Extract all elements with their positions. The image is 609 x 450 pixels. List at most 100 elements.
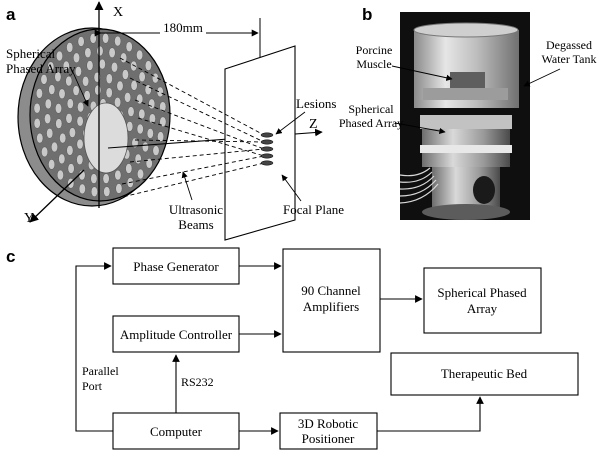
spa-label-2: Array xyxy=(467,301,498,316)
transducer-element xyxy=(105,73,113,84)
transducer-element xyxy=(48,84,56,95)
transducer-element xyxy=(47,61,55,72)
transducer-element xyxy=(65,113,73,124)
lesions-pointer xyxy=(275,111,306,135)
transducer-element xyxy=(78,183,86,195)
transducer-element xyxy=(144,84,152,95)
transducer-element xyxy=(58,153,66,165)
muscle-pointer xyxy=(391,65,453,81)
transducer-element xyxy=(54,71,62,83)
transducer-element xyxy=(152,145,160,156)
spherical-array-drawing xyxy=(17,27,171,207)
transducer-element xyxy=(44,98,52,110)
transducer-element xyxy=(36,132,44,144)
robot-to-bed-arrow xyxy=(377,396,484,432)
transducer-element xyxy=(148,98,156,110)
transducer-element xyxy=(115,183,123,194)
transducer-element xyxy=(58,88,66,100)
transducer-element xyxy=(51,141,58,153)
beams-label-2: Beams xyxy=(178,217,213,232)
spherical-array-box xyxy=(423,267,542,334)
transducer-element xyxy=(77,101,85,113)
phase-generator-box xyxy=(112,247,240,285)
transducer-element xyxy=(156,86,164,98)
robotic-positioner-box xyxy=(279,412,378,450)
transducer-element xyxy=(82,76,90,87)
spa-label-1: Spherical Phased xyxy=(437,285,527,300)
transducer-element xyxy=(138,71,146,83)
transducer-element xyxy=(65,75,73,87)
transducer-element xyxy=(84,47,92,58)
transducer-element xyxy=(105,87,113,98)
array-label-1: Spherical xyxy=(6,46,55,61)
b-array-label-2: Phased Array xyxy=(339,116,403,130)
transducer-element xyxy=(66,145,74,156)
transducer-element xyxy=(146,128,154,139)
transducer-element xyxy=(102,173,110,184)
transducer-element xyxy=(159,101,167,112)
array-pointer xyxy=(71,69,89,107)
parallel-label-2: Port xyxy=(82,379,103,393)
transducer-element xyxy=(124,92,132,103)
transducer-element xyxy=(138,108,146,120)
beams-label-1: Ultrasonic xyxy=(169,202,223,217)
focal-plane-label: Focal Plane xyxy=(283,202,344,217)
therapeutic-bed-label: Therapeutic Bed xyxy=(441,366,528,381)
transducer-element xyxy=(86,60,94,71)
transducer-element xyxy=(125,163,133,174)
b-array-label-1: Spherical xyxy=(348,102,394,116)
transducer-element xyxy=(102,33,110,44)
transducer-element xyxy=(120,52,128,63)
transducer-element xyxy=(36,88,43,99)
transducer-element xyxy=(137,168,144,180)
transducer-element xyxy=(94,84,102,96)
transducer-element xyxy=(159,116,167,128)
transducer-element xyxy=(90,173,98,184)
muscle-label-1: Porcine xyxy=(356,43,393,57)
transducer-element xyxy=(130,60,138,72)
transducer-element xyxy=(66,98,74,109)
rs232-label: RS232 xyxy=(181,375,214,389)
tank-pointer xyxy=(523,68,561,87)
y-axis xyxy=(29,169,85,223)
computer-box xyxy=(112,412,240,450)
transducer-element xyxy=(116,80,124,92)
axis-x-label: X xyxy=(113,5,123,20)
transducer-element xyxy=(76,138,84,150)
transducer-element xyxy=(76,115,84,127)
transducer-element xyxy=(144,60,152,71)
transducer-element xyxy=(134,153,142,165)
transducer-element xyxy=(76,154,84,165)
focal-plane-pointer xyxy=(281,174,302,202)
photo-apparatus xyxy=(399,12,530,220)
tank-label-1: Degassed xyxy=(546,38,592,52)
transducer-element xyxy=(96,45,104,57)
focal-plane xyxy=(224,45,296,241)
axis-y-label: Y xyxy=(24,211,34,226)
array-label-2: Phased Array xyxy=(6,61,76,76)
transducer-element xyxy=(136,49,144,61)
transducer-element xyxy=(48,159,55,170)
therapeutic-bed-box xyxy=(390,352,579,396)
transducer-element xyxy=(44,113,51,124)
robot-label-2: Positioner xyxy=(302,431,355,446)
transducer-element xyxy=(55,103,62,114)
amplifiers-label-2: Amplifiers xyxy=(303,299,359,314)
transducer-element xyxy=(33,102,41,114)
amplitude-controller-label: Amplitude Controller xyxy=(120,327,233,342)
computer-label: Computer xyxy=(150,424,203,439)
transducer-element xyxy=(114,35,122,47)
transducer-element xyxy=(91,186,98,197)
lesions-label: Lesions xyxy=(296,96,336,111)
panel-label-c: c xyxy=(6,247,15,266)
transducer-element xyxy=(56,50,63,62)
center-hole xyxy=(83,102,129,174)
transducer-element xyxy=(41,146,48,158)
panel-label-b: b xyxy=(362,5,372,24)
lesions xyxy=(260,132,274,166)
transducer-element xyxy=(40,74,48,85)
transducer-element xyxy=(145,158,153,169)
transducer-element xyxy=(66,42,74,53)
robot-label-1: 3D Robotic xyxy=(298,416,359,431)
